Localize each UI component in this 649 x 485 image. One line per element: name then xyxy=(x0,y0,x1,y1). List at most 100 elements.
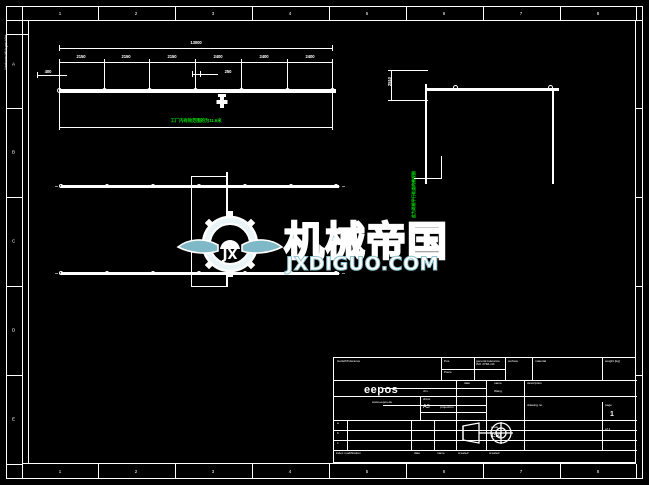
tb-pos-label: Pos. xyxy=(444,359,451,363)
tb-description-label: description xyxy=(527,381,542,385)
tb-rule xyxy=(383,405,487,406)
zone-tick-left xyxy=(6,197,22,198)
zone-label-top-8: 8 xyxy=(596,11,600,16)
tb-checked-label: chkd. xyxy=(423,397,431,401)
tb-drawn-label: drn. xyxy=(423,389,429,393)
zone-label-top-5: 5 xyxy=(365,11,369,16)
zone-tick-top xyxy=(636,6,637,20)
tb-date-col: date xyxy=(414,451,421,455)
zone-label-left-a: A xyxy=(12,61,16,67)
tb-general-tolerance: general tolerance ISO 2768-mK xyxy=(476,359,500,367)
extension-line xyxy=(394,70,428,71)
zone-tick-bottom xyxy=(406,464,407,479)
dim-seg-3: 2150 xyxy=(167,54,177,59)
zone-label-bottom-3: 3 xyxy=(211,469,215,474)
extension-line xyxy=(59,62,60,90)
leader-line xyxy=(441,156,442,178)
suspension-node xyxy=(147,88,152,93)
dim-seg-4: 2400 xyxy=(213,54,223,59)
zone-tick-right xyxy=(636,197,643,198)
zone-label-bottom-7: 7 xyxy=(519,469,523,474)
zone-label-top-4: 4 xyxy=(288,11,292,16)
tb-rev-row-c: c xyxy=(337,441,339,445)
tb-rev-row-b: b xyxy=(337,431,339,435)
zone-label-bottom-8: 8 xyxy=(596,469,600,474)
sheet-border-outer xyxy=(6,6,643,479)
zone-tick-bottom xyxy=(483,464,484,479)
tb-rev-row-a: a xyxy=(337,421,339,425)
suspension-node xyxy=(102,88,107,93)
dim-tick xyxy=(388,70,394,71)
side-view-column xyxy=(425,84,427,184)
dim-tick xyxy=(332,45,333,51)
tb-sheet-size: A3 xyxy=(423,404,430,410)
tb-index-label: index modification xyxy=(336,451,361,455)
zone-tick-bottom xyxy=(636,464,637,479)
tb-rule xyxy=(334,380,637,381)
tb-tolerance-header: Gultefl/Tolerance xyxy=(337,359,361,363)
zone-tick-right xyxy=(636,20,643,21)
dim-line-offset xyxy=(37,75,67,76)
plan-bridge-edge-left xyxy=(191,176,192,286)
extension-line xyxy=(104,62,105,90)
tb-rule xyxy=(420,396,421,420)
dim-seg-5: 2400 xyxy=(259,54,269,59)
tb-rule xyxy=(532,358,533,380)
suspension-node xyxy=(330,88,335,93)
zone-tick-top xyxy=(98,6,99,20)
tb-rule xyxy=(441,358,442,380)
zone-label-top-3: 3 xyxy=(211,11,215,16)
side-view-rail xyxy=(425,88,559,91)
plan-centerline-upper xyxy=(55,186,345,187)
dim-250-label: 250 xyxy=(224,69,232,74)
leader-line xyxy=(414,178,442,179)
zone-tick-bottom xyxy=(560,464,561,479)
plan-crossbeam xyxy=(226,172,228,287)
tb-drawn-name: Wang xyxy=(494,389,502,393)
tb-rule xyxy=(524,380,525,450)
zone-label-left-b: B xyxy=(12,149,16,155)
plan-bridge-top xyxy=(191,176,227,177)
zone-label-top-1: 1 xyxy=(58,11,62,16)
tb-page-value: 1 xyxy=(610,411,614,418)
dim-tick xyxy=(388,100,394,101)
zone-tick-left xyxy=(6,375,22,376)
tb-rule xyxy=(602,402,603,450)
dim-overall-label: 13000 xyxy=(190,40,202,45)
zone-label-top-6: 6 xyxy=(442,11,446,16)
tb-rule xyxy=(334,450,637,451)
zone-tick-bottom xyxy=(98,464,99,479)
dim-line-250 xyxy=(192,74,218,75)
fold-mark xyxy=(28,20,29,464)
tb-rule xyxy=(411,420,412,450)
suspension-node xyxy=(285,88,290,93)
tb-scale-label: scale xyxy=(491,425,499,429)
tb-rule xyxy=(420,412,487,413)
tb-drawing-no-label: drawing no. xyxy=(527,403,543,407)
dim-tick xyxy=(200,71,201,77)
tb-rule xyxy=(383,388,487,389)
tb-date-label: date xyxy=(464,381,471,385)
zone-label-bottom-2: 2 xyxy=(134,469,138,474)
tb-page-label: page xyxy=(605,403,612,407)
extension-line xyxy=(287,62,288,90)
zone-tick-bottom xyxy=(329,464,330,479)
dim-height-2510: 2510 xyxy=(387,77,392,86)
dim-seg-6: 2400 xyxy=(305,54,315,59)
tb-rule xyxy=(334,430,637,431)
fold-mark-tick xyxy=(6,34,28,35)
elevation-green-note: 工厂内有效范围的为11.6米 xyxy=(170,118,222,123)
extension-line xyxy=(332,62,333,90)
zone-tick-top xyxy=(252,6,253,20)
dim-tick xyxy=(192,71,193,77)
title-block: Gultefl/Tolerance Pos. Piece general tol… xyxy=(333,357,637,463)
zone-label-left-e: E xyxy=(12,416,16,422)
extension-line xyxy=(59,93,60,130)
zone-tick-left xyxy=(6,108,22,109)
tb-name-label: name xyxy=(494,381,502,385)
zone-tick-bottom xyxy=(175,464,176,479)
zone-label-bottom-4: 4 xyxy=(288,469,292,474)
tb-rule xyxy=(505,358,506,380)
zone-tick-bottom xyxy=(252,464,253,479)
copyright-note: Urheberrechtlich geschützt xyxy=(4,34,8,70)
